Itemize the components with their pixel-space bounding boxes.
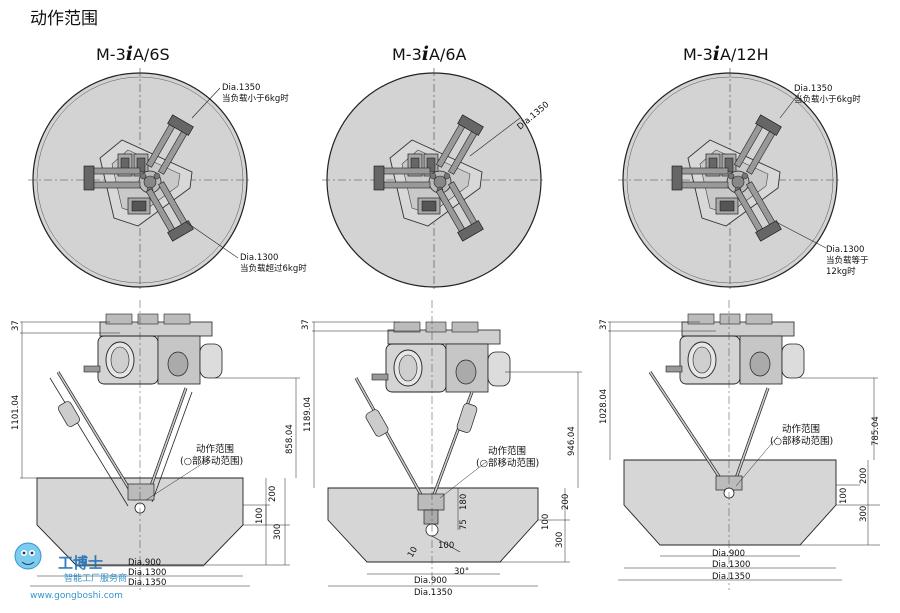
dia-1350-label: Dia.1350 — [794, 84, 832, 94]
dim-stroke: 946.04 — [567, 426, 577, 456]
work-range-area — [623, 459, 837, 546]
watermark-subtitle: 智能工厂服务商 — [64, 572, 127, 584]
robot-side-view — [665, 313, 805, 385]
model-title-1: M-3iA/6S — [96, 43, 170, 65]
watermark: 工博士 智能工厂服务商 www.gongboshi.com — [14, 542, 127, 601]
dim-dia-1350: Dia.1350 — [414, 588, 452, 598]
dim-37: 37 — [301, 319, 311, 330]
dim-total-height: 1101.04 — [11, 395, 21, 430]
dim-10: 10 — [406, 545, 420, 559]
dim-dia-900: Dia.900 — [712, 549, 745, 559]
top-view-2: Dia.1350 — [322, 68, 551, 292]
dim-100b: 100 — [438, 541, 454, 551]
range-label: 动作范围 — [196, 443, 234, 455]
dim-75: 75 — [459, 519, 469, 530]
dim-stroke: 858.04 — [285, 424, 295, 454]
dim-dia-1300: Dia.1300 — [712, 560, 750, 570]
dim-37: 37 — [599, 319, 609, 330]
dim-total-height: 1028.04 — [599, 389, 609, 424]
page-title: 动作范围 — [30, 9, 98, 29]
dim-180: 180 — [459, 494, 469, 510]
dim-dia-1300: Dia.1300 — [128, 568, 166, 578]
watermark-url: www.gongboshi.com — [30, 591, 123, 601]
dia-1300-condition: 当负载超过6kg时 — [240, 263, 307, 274]
side-view-2: 37 1189.04 946.04 200 100 300 180 75 10 … — [301, 300, 582, 598]
dim-stroke: 785.04 — [871, 416, 881, 446]
model-title-3: M-3iA/12H — [683, 43, 769, 65]
robot-side-view — [83, 313, 223, 385]
dim-100: 100 — [255, 508, 265, 524]
range-label-sub: (○部移动范围) — [770, 435, 833, 447]
dim-300: 300 — [273, 524, 283, 540]
dim-100: 100 — [541, 514, 551, 530]
robot-side-view — [371, 321, 511, 393]
dia-1350-condition: 当负载小于6kg时 — [222, 93, 289, 104]
range-label: 动作范围 — [488, 445, 526, 457]
side-view-3: 37 1028.04 785.04 200 100 300 Dia.900 Di… — [599, 300, 881, 590]
dim-total-height: 1189.04 — [303, 397, 313, 432]
dia-1300-label: Dia.1300 — [826, 245, 864, 255]
dim-dia-1350: Dia.1350 — [128, 578, 166, 588]
dia-1350-label: Dia.1350 — [516, 100, 552, 132]
range-label: 动作范围 — [782, 423, 820, 435]
dia-1300-label: Dia.1300 — [240, 253, 278, 263]
dia-1300-condition-2: 12kg时 — [826, 266, 856, 277]
side-view-1: 37 1101.04 858.04 200 100 300 Dia.900 Di… — [11, 300, 300, 590]
dim-37: 37 — [11, 320, 21, 331]
dia-1350-condition: 当负载小于6kg时 — [794, 94, 861, 105]
watermark-brand: 工博士 — [58, 554, 103, 572]
range-label-sub: (○部移动范围) — [476, 457, 539, 469]
dim-200: 200 — [268, 486, 278, 502]
dia-1350-label: Dia.1350 — [222, 83, 260, 93]
dim-200: 200 — [859, 468, 869, 484]
dia-1300-condition: 当负载等于 — [826, 255, 869, 266]
model-title-2: M-3iA/6A — [392, 43, 467, 65]
mascot-icon — [14, 542, 42, 570]
dim-dia-900: Dia.900 — [414, 576, 447, 586]
top-view-1: Dia.1350 当负载小于6kg时 Dia.1300 当负载超过6kg时 — [28, 68, 307, 292]
dim-100: 100 — [839, 488, 849, 504]
dim-200: 200 — [561, 494, 571, 510]
dim-dia-900: Dia.900 — [128, 558, 161, 568]
dim-dia-1350: Dia.1350 — [712, 572, 750, 582]
dim-angle-30: 30° — [454, 567, 469, 577]
range-label-sub: (○部移动范围) — [180, 455, 243, 467]
dim-300: 300 — [555, 532, 565, 548]
dim-300: 300 — [859, 506, 869, 522]
top-view-3: Dia.1350 当负载小于6kg时 Dia.1300 当负载等于 12kg时 — [618, 68, 869, 292]
